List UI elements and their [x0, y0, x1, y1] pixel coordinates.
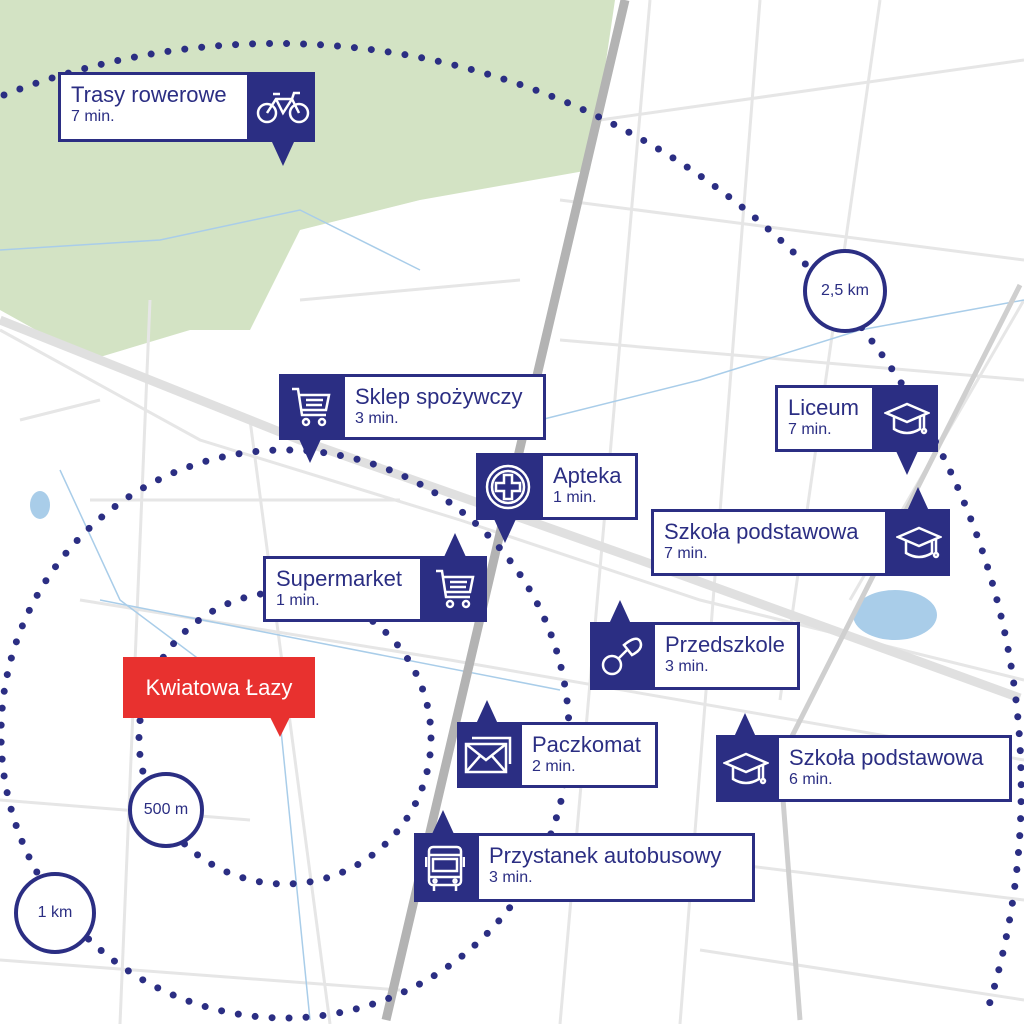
poi-pointer — [432, 810, 454, 834]
bicycle-icon — [250, 72, 315, 142]
poi-name: Sklep spożywczy — [355, 384, 523, 409]
poi-time: 3 min. — [489, 869, 533, 886]
radius-500m-circle — [135, 588, 435, 888]
poi-name: Apteka — [553, 463, 622, 488]
distance-text: 500 m — [143, 801, 189, 818]
poi-time: 3 min. — [355, 410, 399, 427]
poi-name: Przedszkole — [665, 632, 785, 657]
poi-time: 7 min. — [664, 545, 708, 562]
poi-name: Paczkomat — [532, 732, 641, 757]
graduation-cap-icon — [716, 735, 776, 802]
graduation-cap-icon — [888, 509, 950, 576]
poi-pointer — [907, 487, 929, 511]
poi-time: 7 min. — [788, 421, 832, 438]
shopping-cart-icon — [279, 374, 342, 440]
poi-time: 2 min. — [532, 758, 576, 775]
poi-name: Liceum — [788, 395, 859, 420]
shopping-cart-icon — [423, 556, 487, 622]
distance-text: 1 km — [37, 904, 73, 921]
distance-text: 2,5 km — [820, 282, 869, 299]
poi-pointer — [299, 439, 321, 463]
poi-time: 6 min. — [789, 771, 833, 788]
pond — [30, 491, 50, 519]
main-road — [0, 315, 1022, 703]
pond — [853, 590, 937, 640]
home-location-marker[interactable]: Kwiatowa Łazy — [123, 657, 315, 718]
poi-time: 1 min. — [553, 489, 597, 506]
poi-time: 7 min. — [71, 108, 115, 125]
home-pointer — [270, 717, 290, 737]
poi-name: Trasy rowerowe — [71, 82, 227, 107]
poi-pointer — [476, 700, 498, 724]
poi-pointer — [494, 519, 516, 543]
bus-icon — [414, 833, 476, 902]
poi-name: Szkoła podstawowa — [789, 745, 984, 770]
distance-label-500m: 500 m — [128, 772, 204, 848]
distance-label-2-5km: 2,5 km — [803, 249, 887, 333]
poi-name: Przystanek autobusowy — [489, 843, 722, 868]
home-label: Kwiatowa Łazy — [145, 674, 293, 700]
pacifier-icon — [590, 622, 652, 690]
park-area — [0, 0, 615, 360]
poi-time: 1 min. — [276, 592, 320, 609]
poi-pointer — [609, 600, 631, 624]
poi-pointer — [444, 533, 466, 557]
distance-label-1km: 1 km — [14, 872, 96, 954]
poi-name: Szkoła podstawowa — [664, 519, 859, 544]
graduation-cap-icon — [875, 385, 938, 452]
poi-name: Supermarket — [276, 566, 402, 591]
poi-pointer — [734, 713, 756, 737]
poi-pointer — [896, 451, 918, 475]
pharmacy-cross-icon — [476, 453, 540, 520]
envelope-icon — [457, 722, 519, 788]
poi-time: 3 min. — [665, 658, 709, 675]
poi-pointer — [272, 142, 294, 166]
